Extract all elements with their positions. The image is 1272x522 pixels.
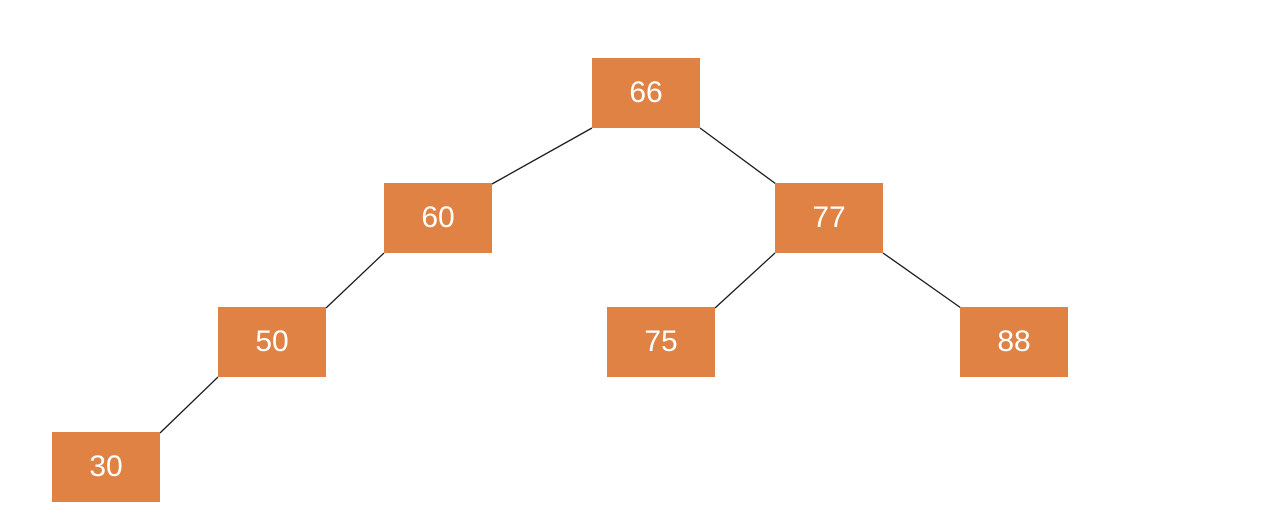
node-label: 50 <box>255 325 289 358</box>
edge-66-60 <box>491 127 593 185</box>
tree-node-60: 60 <box>384 183 492 253</box>
edge-66-77 <box>699 127 777 185</box>
tree-node-88: 88 <box>960 307 1068 377</box>
tree-node-66: 66 <box>592 58 700 128</box>
tree-node-50: 50 <box>218 307 326 377</box>
tree-node-77: 77 <box>775 183 883 253</box>
edge-77-75 <box>714 252 776 309</box>
node-label: 77 <box>812 201 846 234</box>
node-label: 75 <box>644 325 678 358</box>
tree-node-30: 30 <box>52 432 160 502</box>
edge-50-30 <box>159 376 219 434</box>
node-label: 66 <box>629 76 663 109</box>
node-label: 88 <box>997 325 1031 358</box>
edge-60-50 <box>325 252 385 309</box>
tree-node-75: 75 <box>607 307 715 377</box>
node-label: 60 <box>421 201 455 234</box>
edge-77-88 <box>882 252 962 309</box>
node-label: 30 <box>89 450 123 483</box>
